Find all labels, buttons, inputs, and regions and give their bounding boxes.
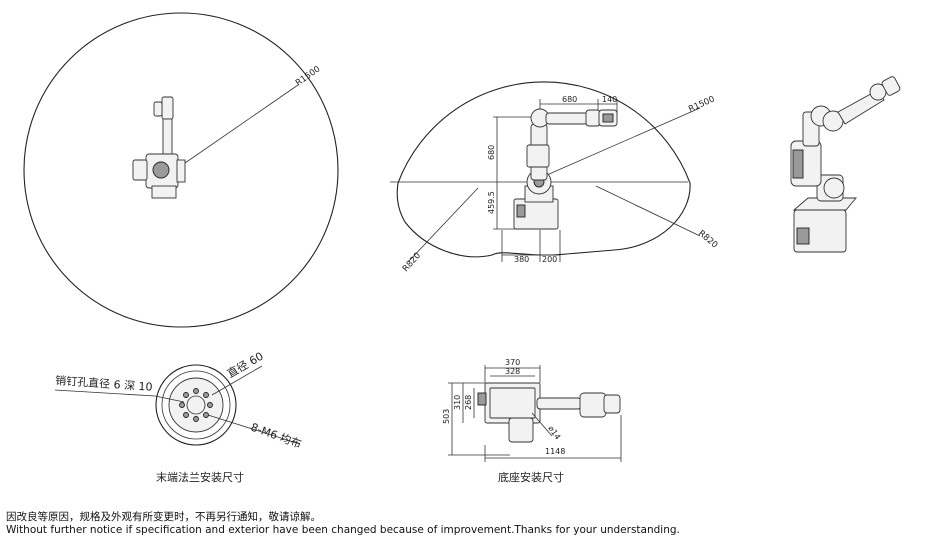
footer-notice-en: Without further notice if specification … (6, 524, 680, 536)
top-robot-figure (132, 96, 186, 199)
side-dim-140: 140 (602, 95, 617, 104)
side-dim-680-top: 680 (562, 95, 577, 104)
side-dim-680-vertical: 680 (487, 145, 496, 160)
top-radius-label: R1500 (294, 64, 322, 88)
flange-view: 销钉孔直径 6 深 10 直径 60 8-M6 均布 (55, 349, 303, 451)
side-radius-r1500-label: R1500 (687, 94, 716, 114)
side-radius-left-line (407, 187, 479, 263)
side-view: R1500 R820 R820 680 140 680 459.5 380 20… (390, 81, 719, 274)
side-dim-380: 380 (514, 255, 529, 264)
base-dim-328: 328 (505, 367, 520, 376)
top-workspace-circle (23, 12, 339, 328)
flange-caption: 末端法兰安装尺寸 (156, 471, 244, 484)
side-radius-right-line (595, 185, 701, 237)
flange-pin-hole-label: 销钉孔直径 6 深 10 (55, 373, 153, 394)
side-robot-figure (513, 108, 618, 230)
side-workspace-outline (396, 81, 691, 258)
base-dim-370: 370 (505, 358, 520, 367)
base-dim-310: 310 (453, 395, 462, 410)
side-radius-right-label: R820 (696, 229, 719, 251)
side-radius-r1500-line (539, 107, 701, 179)
base-dim-1148: 1148 (545, 447, 565, 456)
top-radius-line (171, 84, 299, 173)
side-dim-200: 200 (542, 255, 557, 264)
robot-3d-view (790, 76, 901, 253)
base-dim-503: 503 (442, 409, 451, 424)
footer-notice-cn: 因改良等原因，规格及外观有所变更时，不再另行通知，敬请谅解。 (6, 511, 321, 523)
base-dim-268: 268 (464, 395, 473, 410)
flange-outer-circle (155, 364, 237, 446)
side-radius-left-label: R820 (401, 251, 423, 274)
base-view: 370 328 503 310 268 ⌀14 1148 (442, 358, 622, 462)
flange-bolt-label: 8-M6 均布 (249, 421, 303, 451)
top-view: R1500 (23, 12, 339, 328)
side-dim-459-5: 459.5 (487, 191, 496, 214)
base-caption: 底座安装尺寸 (498, 471, 564, 484)
